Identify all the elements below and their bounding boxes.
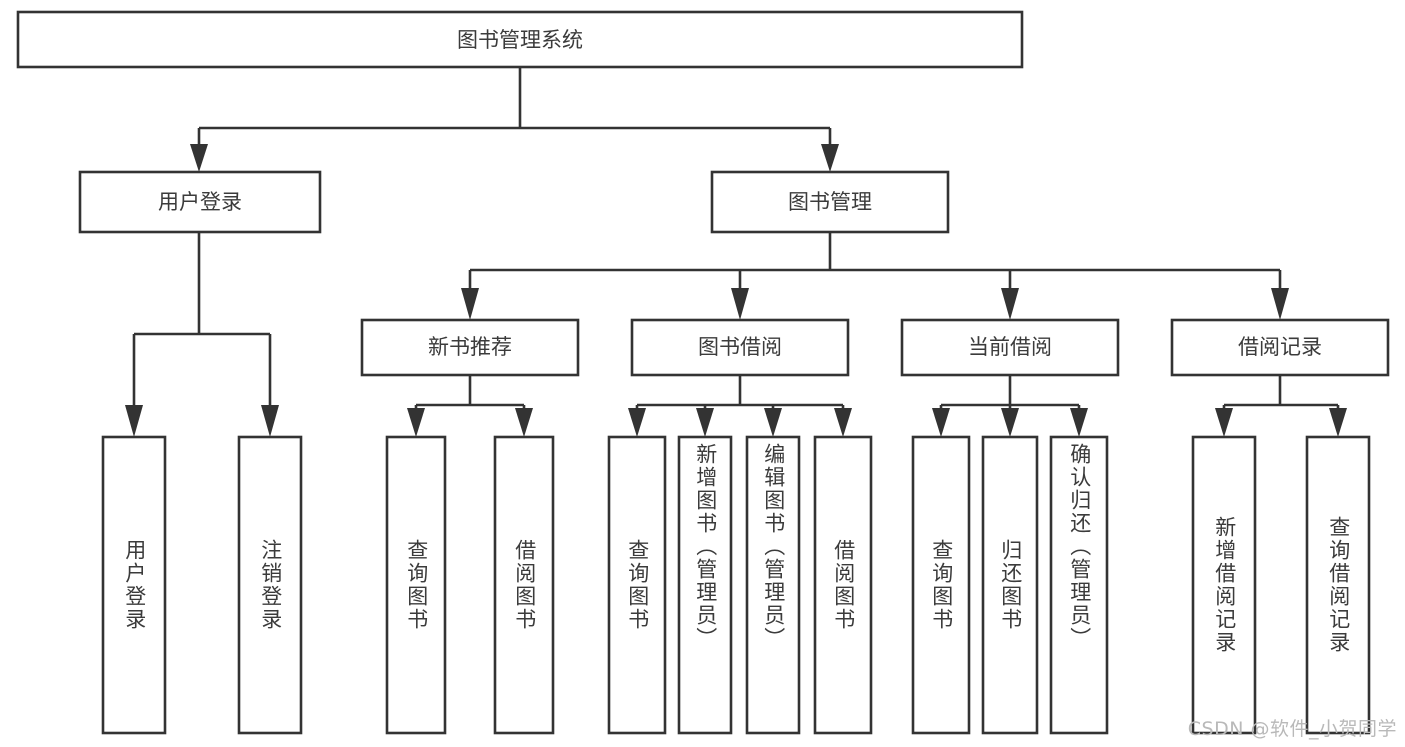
arrow-head-leaf-add-record <box>1215 408 1233 437</box>
arrow-head-leaf-user-login <box>125 405 143 437</box>
arrow-head-leaf-query-book-2 <box>628 408 646 437</box>
arrow-head-leaf-borrow-book-1 <box>515 408 533 437</box>
arrow-head-borrow-record <box>1271 288 1289 320</box>
node-box-new-book-recommend[interactable] <box>360 318 580 377</box>
node-label-book-management: 图书管理 <box>788 190 872 214</box>
node-box-leaf-user-login[interactable] <box>101 435 167 735</box>
node-box-leaf-add-book[interactable] <box>677 435 733 735</box>
node-label-new-book-recommend: 新书推荐 <box>428 335 512 359</box>
arrow-head-new-book-recommend <box>461 288 479 320</box>
arrow-head-leaf-query-record <box>1329 408 1347 437</box>
node-label-root: 图书管理系统 <box>457 28 583 52</box>
node-box-leaf-edit-book[interactable] <box>745 435 801 735</box>
node-box-borrow-record[interactable] <box>1170 318 1390 377</box>
node-box-leaf-borrow-book-1[interactable] <box>493 435 555 735</box>
node-label-borrow-record: 借阅记录 <box>1238 335 1322 359</box>
arrow-head-leaf-query-book-3 <box>932 408 950 437</box>
node-box-leaf-query-record[interactable] <box>1305 435 1371 735</box>
arrow-head-leaf-add-book <box>696 408 714 437</box>
node-box-group: 图书管理系统 用户登录 图书管理 新书推荐 图书借阅 当前借阅 借阅记录 <box>16 10 1390 735</box>
node-box-leaf-add-record[interactable] <box>1191 435 1257 735</box>
node-box-current-borrow[interactable] <box>900 318 1120 377</box>
connector-group <box>125 67 1347 437</box>
node-label-user-login: 用户登录 <box>158 190 242 214</box>
node-box-leaf-return-book[interactable] <box>981 435 1039 735</box>
node-box-leaf-query-book-2[interactable] <box>607 435 667 735</box>
node-box-leaf-logout-login[interactable] <box>237 435 303 735</box>
node-box-leaf-query-book-1[interactable] <box>385 435 447 735</box>
node-box-book-borrow[interactable] <box>630 318 850 377</box>
node-box-leaf-borrow-book-2[interactable] <box>813 435 873 735</box>
arrow-head-leaf-edit-book <box>764 408 782 437</box>
arrow-head-leaf-query-book-1 <box>407 408 425 437</box>
arrow-head-user-login <box>190 144 208 172</box>
arrow-head-book-borrow <box>731 288 749 320</box>
arrow-head-leaf-borrow-book-2 <box>834 408 852 437</box>
node-box-user-login[interactable] <box>78 170 322 234</box>
node-box-root[interactable] <box>16 10 1024 69</box>
node-box-book-management[interactable] <box>710 170 950 234</box>
arrow-head-current-borrow <box>1001 288 1019 320</box>
arrow-head-leaf-confirm-return <box>1070 408 1088 437</box>
node-label-current-borrow: 当前借阅 <box>968 335 1052 359</box>
node-box-leaf-confirm-return[interactable] <box>1049 435 1109 735</box>
node-box-leaf-query-book-3[interactable] <box>911 435 971 735</box>
arrow-head-book-management <box>821 144 839 172</box>
arrow-head-leaf-return-book <box>1001 408 1019 437</box>
node-label-book-borrow: 图书借阅 <box>698 335 782 359</box>
arrow-head-leaf-logout-login <box>261 405 279 437</box>
